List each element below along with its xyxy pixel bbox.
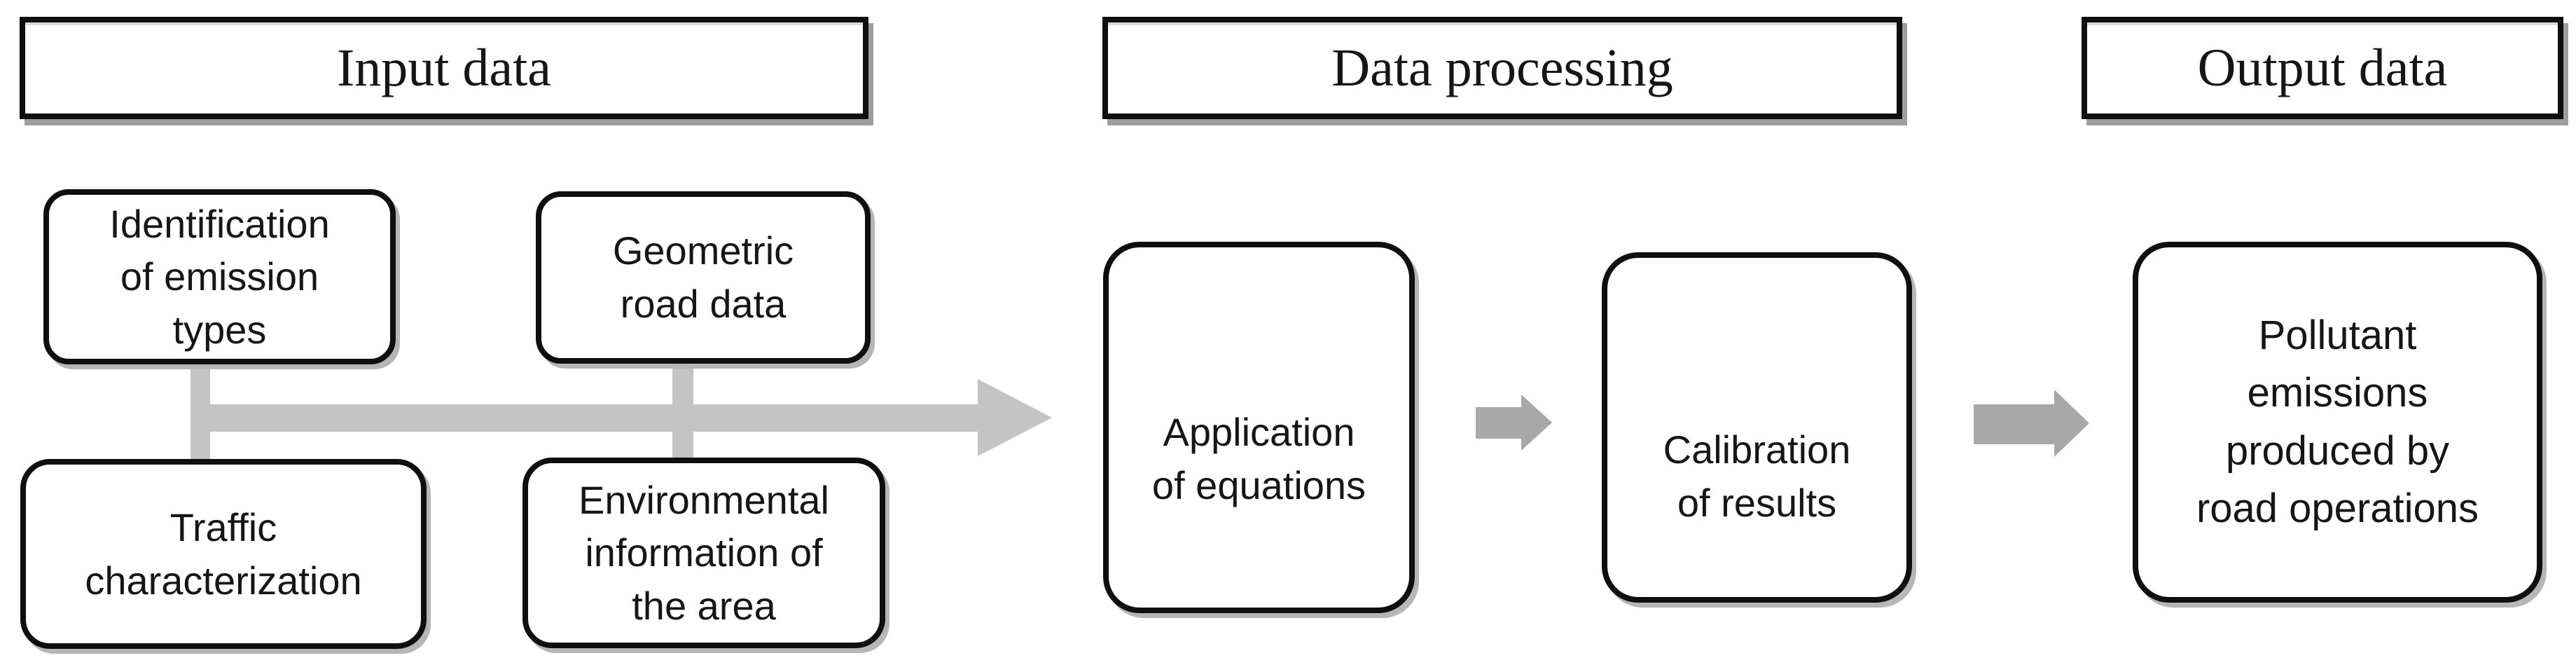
arrow-application-to-calibration-shaft <box>1476 407 1522 439</box>
node-label: Environmental information of the area <box>579 477 829 628</box>
node-label: Geometric road data <box>612 228 794 326</box>
node-label: Calibration of results <box>1663 427 1851 525</box>
node-environmental-information: Environmental information of the area <box>522 458 885 648</box>
node-identification-of-emission-types: Identification of emission types <box>43 189 396 364</box>
node-label: Identification of emission types <box>109 201 330 352</box>
node-traffic-characterization: Traffic characterization <box>20 459 427 649</box>
header-input-data-label: Input data <box>336 39 551 97</box>
node-label: Application of equations <box>1151 410 1366 507</box>
arrow-calibration-to-pollutant-head-icon <box>2054 390 2089 457</box>
connector-identification-to-traffic <box>191 363 210 460</box>
arrow-calibration-to-pollutant-shaft <box>1974 404 2055 444</box>
header-input-data: Input data <box>20 17 868 119</box>
arrow-application-to-calibration-head-icon <box>1521 395 1552 451</box>
node-label: Pollutant emissions produced by road ope… <box>2196 312 2479 531</box>
header-data-processing-label: Data processing <box>1331 39 1673 97</box>
header-data-processing: Data processing <box>1102 17 1902 119</box>
main-flow-arrow-shaft <box>210 404 978 432</box>
node-geometric-road-data: Geometric road data <box>536 191 871 364</box>
node-pollutant-emissions: Pollutant emissions produced by road ope… <box>2133 242 2542 603</box>
node-application-of-equations: Application of equations <box>1103 242 1415 613</box>
main-flow-arrow-head-icon <box>978 379 1052 456</box>
header-output-data: Output data <box>2082 17 2563 119</box>
node-calibration-of-results: Calibration of results <box>1602 252 1912 603</box>
header-output-data-label: Output data <box>2197 39 2448 97</box>
node-label: Traffic characterization <box>85 505 362 603</box>
